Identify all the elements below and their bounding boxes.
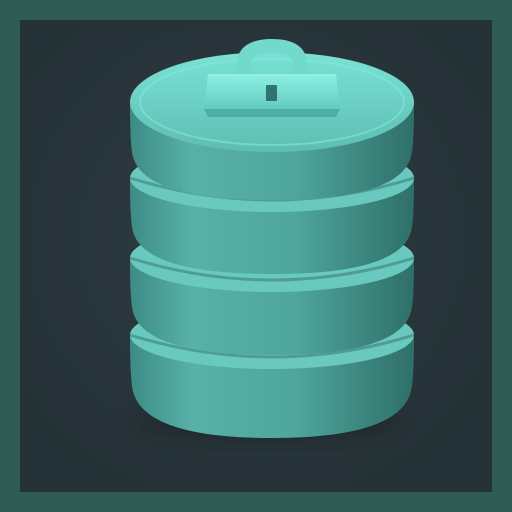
lock-icon <box>204 38 340 117</box>
keyhole <box>266 85 277 101</box>
database-lock-illustration <box>20 20 492 492</box>
image-panel <box>20 20 492 492</box>
